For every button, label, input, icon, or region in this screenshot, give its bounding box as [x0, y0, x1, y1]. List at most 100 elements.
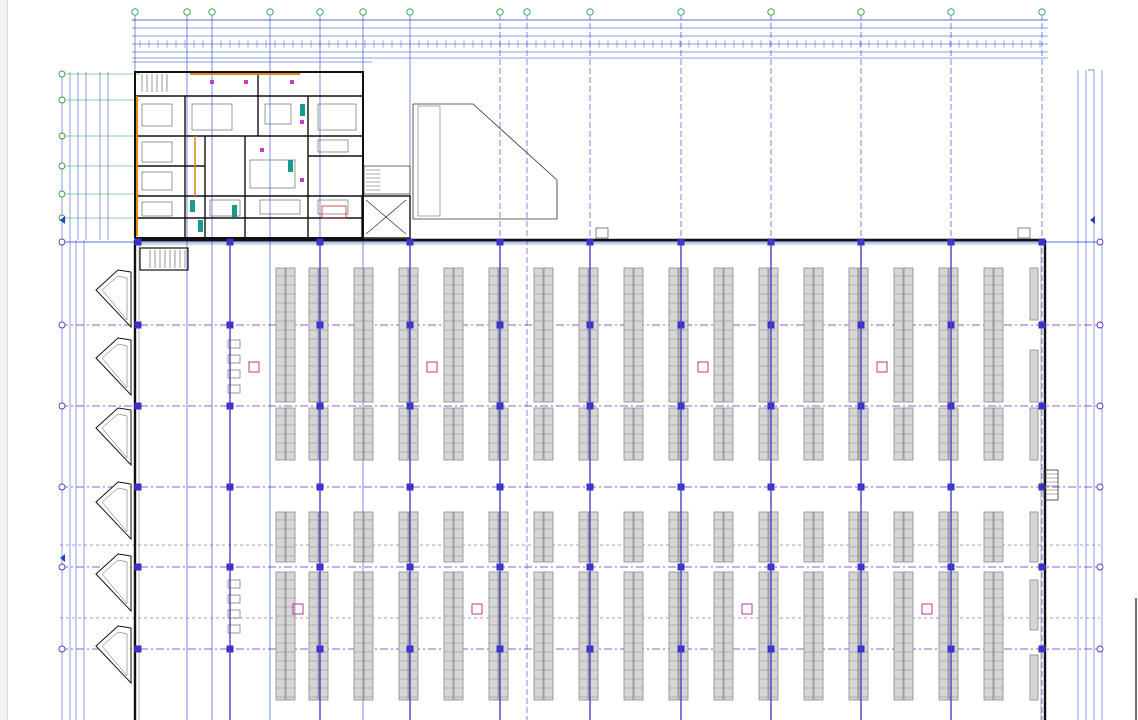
- rack-unit: [488, 571, 499, 701]
- annex-cross: [365, 199, 407, 235]
- rack-unit: [543, 511, 554, 563]
- rack-unit: [275, 267, 286, 403]
- rack-unit: [578, 511, 589, 563]
- rack-unit: [758, 511, 769, 563]
- rack-unit: [308, 267, 319, 403]
- grid-axis-bubble: [58, 238, 66, 246]
- grid-axis-bubble: [1096, 563, 1104, 571]
- rack-unit: [363, 571, 374, 701]
- grid-axis-bubble: [406, 8, 414, 16]
- equipment-unit: [227, 354, 241, 364]
- rack-unit: [668, 511, 679, 563]
- grid-axis-bubble: [58, 563, 66, 571]
- office-furniture: [259, 199, 301, 215]
- structural-column: [134, 321, 142, 329]
- rack-unit: [983, 511, 994, 563]
- rack-unit: [903, 571, 914, 701]
- rack-unit: [308, 571, 319, 701]
- rack-unit: [668, 571, 679, 701]
- rack-unit: [893, 571, 904, 701]
- office-furniture: [317, 139, 349, 153]
- annex-box: [361, 195, 411, 239]
- grid-axis-bubble: [183, 8, 191, 16]
- office-furniture: [141, 141, 173, 163]
- rack-unit: [498, 267, 509, 403]
- rack-unit: [803, 571, 814, 701]
- loading-dock: [95, 269, 132, 329]
- structural-column: [134, 483, 142, 491]
- rack-unit: [353, 267, 364, 403]
- rack-unit: [668, 267, 679, 403]
- rack-unit: [588, 571, 599, 701]
- loading-dock-inner: [101, 631, 128, 677]
- rack-unit: [623, 267, 634, 403]
- office-block: [134, 71, 558, 271]
- rack-unit: [408, 511, 419, 563]
- rack-unit: [363, 511, 374, 563]
- grid-axis-bubble: [677, 8, 685, 16]
- rack-unit: [858, 267, 869, 403]
- rack-unit: [938, 571, 949, 701]
- office-furniture: [141, 201, 173, 217]
- misc-symbols: [60, 216, 1137, 720]
- grid-axis-bubble: [767, 8, 775, 16]
- grid-axis-bubble: [1096, 402, 1104, 410]
- rack-unit: [803, 511, 814, 563]
- rack-unit: [543, 571, 554, 701]
- equipment-unit: [227, 624, 241, 634]
- rack-unit: [308, 511, 319, 563]
- office-furniture: [317, 103, 357, 131]
- office-pink-marker: [300, 178, 304, 182]
- rack-unit: [398, 511, 409, 563]
- rack-unit: [275, 571, 286, 701]
- rack-unit: [803, 267, 814, 403]
- loading-docks: [95, 269, 132, 685]
- rack-unit: [275, 511, 286, 563]
- rack-unit: [533, 571, 544, 701]
- rack-unit: [498, 571, 509, 701]
- grid-axis-bubble: [1096, 483, 1104, 491]
- office-teal-marker: [300, 104, 305, 116]
- office-teal-marker: [288, 160, 293, 172]
- equipment-unit: [227, 339, 241, 349]
- stair-box: [139, 247, 189, 271]
- loading-dock: [95, 553, 132, 613]
- hall-marker: [741, 603, 753, 615]
- rack-unit: [498, 511, 509, 563]
- rack-unit: [488, 267, 499, 403]
- level-marker: [60, 554, 65, 562]
- grid-axis-bubble: [58, 190, 66, 198]
- structural-columns: [134, 238, 1046, 720]
- door-symbol: [1017, 227, 1031, 239]
- loading-dock-inner: [101, 559, 128, 605]
- yard-outline: [412, 103, 558, 220]
- rack-unit: [588, 511, 599, 563]
- rack-unit: [813, 511, 824, 563]
- rack-unit: [588, 267, 599, 403]
- rack-unit: [533, 267, 544, 403]
- structural-column: [1038, 321, 1046, 329]
- grid-axis-bubble: [586, 8, 594, 16]
- equipment-unit: [227, 594, 241, 604]
- loading-dock: [95, 407, 132, 467]
- office-furniture: [209, 199, 241, 217]
- structural-column: [1038, 402, 1046, 410]
- rack-unit: [813, 571, 824, 701]
- rack-unit: [453, 267, 464, 403]
- rack-unit: [633, 511, 644, 563]
- hall-marker: [471, 603, 483, 615]
- door-symbol: [595, 227, 609, 239]
- rack-unit: [353, 571, 364, 701]
- rack-unit: [488, 511, 499, 563]
- office-pink-marker: [290, 80, 294, 84]
- rack-unit: [848, 267, 859, 403]
- office-furniture: [249, 159, 296, 189]
- rack-unit: [723, 267, 734, 403]
- grid-axis-bubble: [208, 8, 216, 16]
- rack-unit: [768, 571, 779, 701]
- rack-unit: [1029, 579, 1039, 631]
- rack-unit: [938, 511, 949, 563]
- rack-unit: [453, 571, 464, 701]
- rack-unit: [1029, 349, 1039, 403]
